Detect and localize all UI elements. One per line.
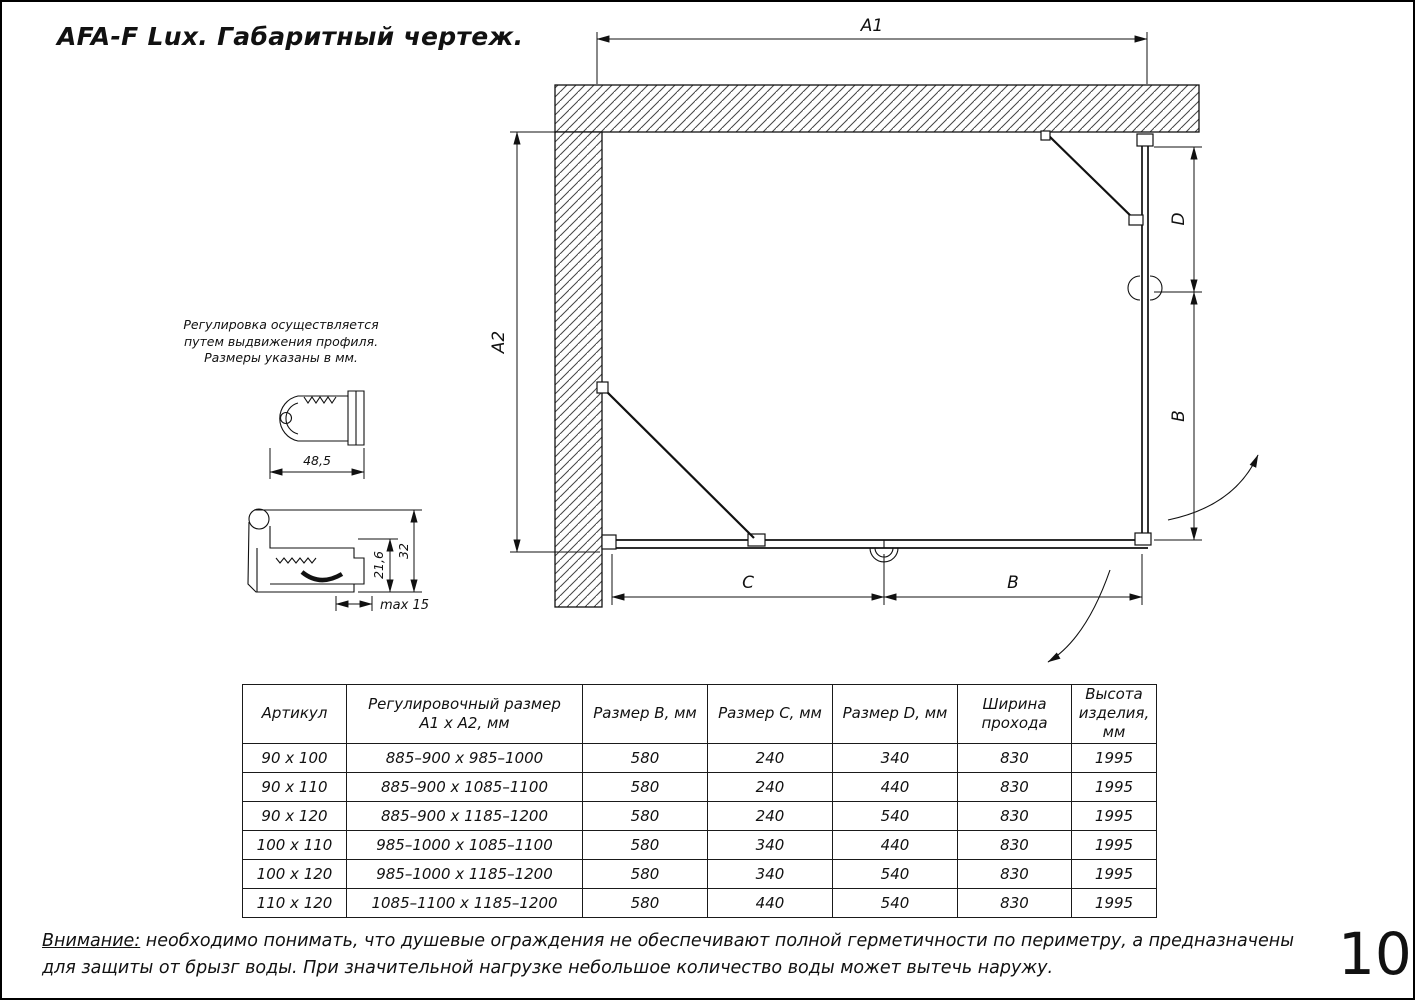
warning-text-1: необходимо понимать, что душевые огражде… bbox=[140, 931, 1295, 951]
dim-label-a2: A2 bbox=[489, 331, 509, 354]
cell-size-d: 540 bbox=[832, 858, 958, 889]
dim-label-max-15: max 15 bbox=[380, 598, 429, 613]
cell-size-b: 580 bbox=[582, 829, 708, 860]
spec-table: Артикул Регулировочный размер А1 х А2, м… bbox=[242, 684, 1157, 918]
table-row: 110 х 120 1085–1100 х 1185–1200 580 440 … bbox=[242, 887, 1157, 918]
bottom-left-cap bbox=[601, 534, 617, 550]
cell-size-d: 540 bbox=[832, 887, 958, 918]
cell-passage: 830 bbox=[957, 771, 1072, 802]
table-row: 90 х 120 885–900 х 1185–1200 580 240 540… bbox=[242, 800, 1157, 831]
cell-article: 90 х 120 bbox=[242, 800, 347, 831]
cell-height: 1995 bbox=[1071, 742, 1157, 773]
wall-left-hatch bbox=[554, 131, 603, 608]
cell-size-b: 580 bbox=[582, 887, 708, 918]
dim-label-b-bottom: B bbox=[1007, 573, 1019, 593]
table-row: 100 х 120 985–1000 х 1185–1200 580 340 5… bbox=[242, 858, 1157, 889]
handle-right-glass bbox=[1127, 275, 1163, 301]
cell-passage: 830 bbox=[957, 742, 1072, 773]
dim-label-d: D bbox=[1169, 212, 1189, 225]
door-open-top-right bbox=[1040, 130, 1144, 226]
cell-height: 1995 bbox=[1071, 887, 1157, 918]
regulation-note: Регулировка осуществляется путем выдвиже… bbox=[170, 317, 392, 367]
cell-passage: 830 bbox=[957, 800, 1072, 831]
dim-label-a1: A1 bbox=[860, 16, 883, 36]
dim-label-b-right: B bbox=[1169, 410, 1189, 422]
cell-height: 1995 bbox=[1071, 858, 1157, 889]
swing-arrow-bottom bbox=[1047, 569, 1111, 663]
col-header-size-b: Размер В, мм bbox=[582, 684, 708, 744]
door-open-bottom-left bbox=[596, 381, 755, 539]
cell-article: 90 х 110 bbox=[242, 771, 347, 802]
page-number: 10 bbox=[1338, 920, 1412, 988]
regulation-note-line1: Регулировка осуществляется bbox=[183, 317, 379, 332]
cell-height: 1995 bbox=[1071, 771, 1157, 802]
cell-size-d: 340 bbox=[832, 742, 958, 773]
cell-size-c: 240 bbox=[707, 800, 833, 831]
regulation-note-line2: путем выдвижения профиля. bbox=[183, 333, 379, 349]
cell-size-c: 340 bbox=[707, 858, 833, 889]
warning-note-line2: для защиты от брызг воды. При значительн… bbox=[42, 955, 1294, 982]
col-header-size-d: Размер D, мм bbox=[832, 684, 958, 744]
cell-size-b: 580 bbox=[582, 771, 708, 802]
cell-article: 90 х 100 bbox=[242, 742, 347, 773]
cell-adjustment: 885–900 х 985–1000 bbox=[346, 742, 583, 773]
profile-section-top: 48,5 bbox=[269, 390, 365, 479]
cell-passage: 830 bbox=[957, 829, 1072, 860]
warning-note-line1: Внимание: необходимо понимать, что душев… bbox=[42, 928, 1294, 955]
cell-size-c: 240 bbox=[707, 771, 833, 802]
col-header-passage: Ширина прохода bbox=[957, 684, 1072, 744]
cell-size-d: 540 bbox=[832, 800, 958, 831]
dimension-a1: A1 bbox=[596, 16, 1148, 84]
cell-size-c: 340 bbox=[707, 829, 833, 860]
cell-size-d: 440 bbox=[832, 771, 958, 802]
dimension-a2: A2 bbox=[489, 131, 600, 553]
dim-label-21-6: 21,6 bbox=[371, 551, 386, 579]
col-header-size-c: Размер С, мм bbox=[707, 684, 833, 744]
col-header-height: Высота изделия, мм bbox=[1071, 684, 1157, 744]
cell-size-d: 440 bbox=[832, 829, 958, 860]
cell-size-b: 580 bbox=[582, 858, 708, 889]
warning-text-2: для защиты от брызг воды. При значительн… bbox=[42, 958, 1054, 979]
cell-article: 100 х 120 bbox=[242, 858, 347, 889]
dimensional-drawing: A1 A2 D B C B bbox=[247, 16, 1259, 663]
cell-article: 100 х 110 bbox=[242, 829, 347, 860]
table-row: 90 х 110 885–900 х 1085–1100 580 240 440… bbox=[242, 771, 1157, 802]
cell-height: 1995 bbox=[1071, 800, 1157, 831]
col-header-article: Артикул bbox=[242, 684, 347, 744]
cell-adjustment: 885–900 х 1085–1100 bbox=[346, 771, 583, 802]
col-header-adjustment: Регулировочный размер А1 х А2, мм bbox=[346, 684, 583, 744]
warning-note: Внимание: необходимо понимать, что душев… bbox=[42, 928, 1294, 982]
cell-adjustment: 1085–1100 х 1185–1200 bbox=[346, 887, 583, 918]
swing-arrow-right bbox=[1167, 454, 1259, 521]
dimension-d-b-right: D B bbox=[1154, 146, 1202, 541]
table-row: 90 х 100 885–900 х 985–1000 580 240 340 … bbox=[242, 742, 1157, 773]
enclosure-frame bbox=[601, 133, 1154, 550]
wall-top-hatch bbox=[554, 84, 1200, 133]
cell-adjustment: 985–1000 х 1085–1100 bbox=[346, 829, 583, 860]
page-title: AFA-F Lux. Габаритный чертеж. bbox=[57, 22, 524, 51]
dimension-c-b-bottom: C B bbox=[611, 554, 1143, 605]
bottom-right-bracket bbox=[1134, 532, 1152, 546]
dim-label-c: C bbox=[742, 573, 754, 593]
profile-section-bottom: 21,6 32 max 15 bbox=[247, 508, 429, 613]
cell-height: 1995 bbox=[1071, 829, 1157, 860]
table-row: 100 х 110 985–1000 х 1085–1100 580 340 4… bbox=[242, 829, 1157, 860]
cell-adjustment: 885–900 х 1185–1200 bbox=[346, 800, 583, 831]
cell-adjustment: 985–1000 х 1185–1200 bbox=[346, 858, 583, 889]
cell-passage: 830 bbox=[957, 887, 1072, 918]
cell-size-c: 240 bbox=[707, 742, 833, 773]
dim-label-48-5: 48,5 bbox=[303, 453, 331, 468]
cell-article: 110 х 120 bbox=[242, 887, 347, 918]
top-right-bracket bbox=[1136, 133, 1154, 147]
dim-label-32: 32 bbox=[396, 543, 411, 559]
cell-size-b: 580 bbox=[582, 800, 708, 831]
cell-passage: 830 bbox=[957, 858, 1072, 889]
regulation-note-line3: Размеры указаны в мм. bbox=[204, 350, 358, 365]
cell-size-b: 580 bbox=[582, 742, 708, 773]
cell-size-c: 440 bbox=[707, 887, 833, 918]
warning-label: Внимание: bbox=[42, 931, 141, 951]
table-header-row: Артикул Регулировочный размер А1 х А2, м… bbox=[242, 684, 1157, 744]
